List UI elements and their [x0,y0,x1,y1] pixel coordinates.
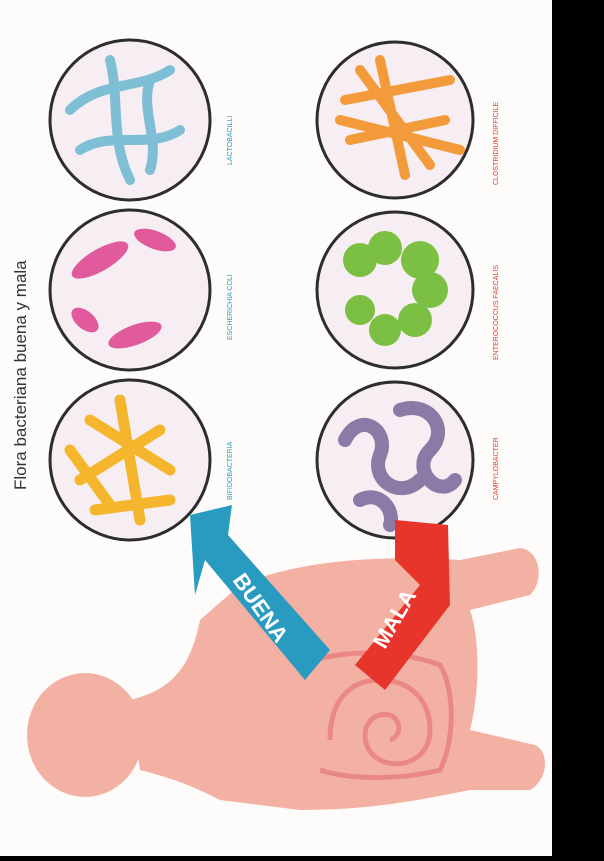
good-bacteria-row [50,40,210,540]
bad-bacteria-row [317,42,473,538]
diagram-title: Flora bacteriana buena y mala [11,260,30,490]
label-bifidobacteria: BIFIDOBACTERIA [227,441,234,500]
label-escherichia-coli: ESCHERICHIA COLI [227,274,234,340]
label-clostridium-difficile: CLOSTRIDIUM DIFFICILE [493,101,500,185]
label-campylobacter: CAMPYLOBACTER [493,437,500,500]
label-enterococcus-faecalis: ENTEROCOCCUS FAECALIS [493,265,500,360]
label-lactobacilli: LACTOBACILLI [227,116,234,165]
